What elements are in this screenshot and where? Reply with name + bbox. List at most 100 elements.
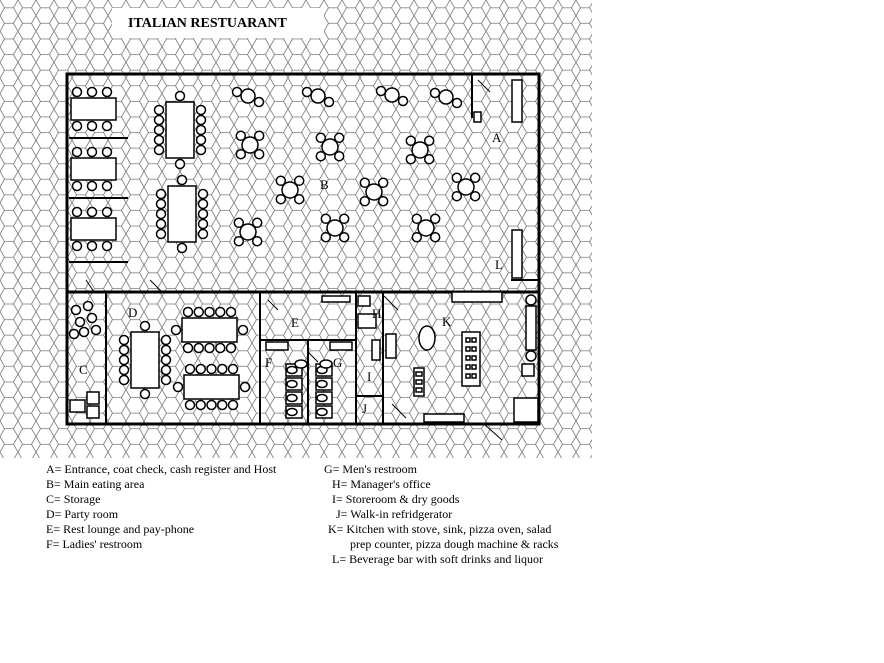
- chair: [429, 231, 441, 243]
- legend-item: J= Walk-in refridgerator: [336, 507, 453, 521]
- chair: [239, 381, 251, 393]
- chair: [184, 363, 196, 375]
- long-table: [130, 331, 160, 389]
- chair: [153, 114, 165, 126]
- chair: [227, 363, 239, 375]
- sink: [294, 359, 308, 369]
- toilet: [286, 393, 298, 403]
- chair: [182, 306, 194, 318]
- chair: [153, 124, 165, 136]
- vent: [525, 294, 537, 306]
- chair: [71, 86, 83, 98]
- chair: [86, 86, 98, 98]
- room-label-h: H: [372, 306, 381, 321]
- chair: [118, 364, 130, 376]
- chair: [153, 134, 165, 146]
- round-table: [417, 219, 435, 237]
- chair: [411, 231, 423, 243]
- toilet: [286, 365, 298, 375]
- counter: [451, 291, 503, 303]
- chair: [160, 364, 172, 376]
- salad-prep-counter: [513, 397, 539, 423]
- legend-item: A= Entrance, coat check, cash register a…: [46, 462, 277, 476]
- chair: [293, 193, 305, 205]
- burner: [471, 355, 477, 361]
- chair: [377, 177, 389, 189]
- chair: [469, 190, 481, 202]
- round-table: [326, 219, 344, 237]
- pizza-dough-machine: [418, 325, 436, 351]
- chair: [174, 90, 186, 102]
- chair: [338, 213, 350, 225]
- chair: [195, 114, 207, 126]
- chair: [195, 134, 207, 146]
- chair: [195, 104, 207, 116]
- register: [473, 111, 482, 123]
- chair: [90, 324, 102, 336]
- chair: [160, 344, 172, 356]
- chair: [429, 87, 441, 99]
- chair: [315, 150, 327, 162]
- legend-left: A= Entrance, coat check, cash register a…: [46, 462, 276, 552]
- legend-item: B= Main eating area: [46, 477, 145, 491]
- chair: [160, 354, 172, 366]
- room-label-i: I: [367, 369, 371, 384]
- chair: [197, 218, 209, 230]
- sink: [521, 363, 535, 377]
- chair: [139, 320, 151, 332]
- chair: [423, 135, 435, 147]
- chair: [405, 153, 417, 165]
- round-table: [310, 88, 326, 104]
- chair: [197, 208, 209, 220]
- chair: [184, 399, 196, 411]
- room-labels: A B C D E F G H I J K L: [79, 130, 503, 416]
- chair: [193, 342, 204, 354]
- furniture: [68, 79, 539, 423]
- chair: [320, 213, 332, 225]
- chair: [206, 399, 217, 411]
- chair: [405, 135, 417, 147]
- vent: [525, 350, 537, 362]
- room-label-j: J: [362, 401, 367, 416]
- chair: [323, 96, 335, 108]
- chair: [233, 217, 245, 229]
- chair: [118, 334, 130, 346]
- legend-item: E= Rest lounge and pay-phone: [46, 522, 195, 536]
- chair: [375, 85, 387, 97]
- toilet: [316, 379, 328, 389]
- chair: [155, 208, 167, 220]
- chair: [155, 228, 167, 240]
- chair: [197, 198, 209, 210]
- chair: [451, 97, 463, 109]
- chair: [338, 231, 350, 243]
- chair: [359, 195, 371, 207]
- rack-shelf: [415, 387, 423, 393]
- rack-shelf: [415, 379, 423, 385]
- chair: [227, 399, 239, 411]
- chair: [139, 388, 151, 400]
- chair: [253, 130, 265, 142]
- chair: [320, 231, 332, 243]
- burner: [465, 337, 471, 343]
- stove: [461, 331, 481, 387]
- chair: [176, 174, 188, 186]
- chair: [215, 306, 226, 318]
- chair: [195, 363, 206, 375]
- round-table: [438, 89, 454, 105]
- round-table: [457, 178, 475, 196]
- chair: [71, 180, 83, 192]
- chair: [301, 86, 313, 98]
- walls: [65, 72, 541, 441]
- toilet: [286, 407, 298, 417]
- chair: [101, 146, 113, 158]
- chair: [215, 342, 226, 354]
- round-table: [321, 138, 339, 156]
- burner: [465, 355, 471, 361]
- chair: [71, 146, 83, 158]
- chair: [235, 148, 247, 160]
- chair: [469, 172, 481, 184]
- chair: [172, 381, 184, 393]
- legend-item: F= Ladies' restroom: [46, 537, 143, 551]
- booth-table: [70, 97, 117, 121]
- chair: [82, 300, 94, 312]
